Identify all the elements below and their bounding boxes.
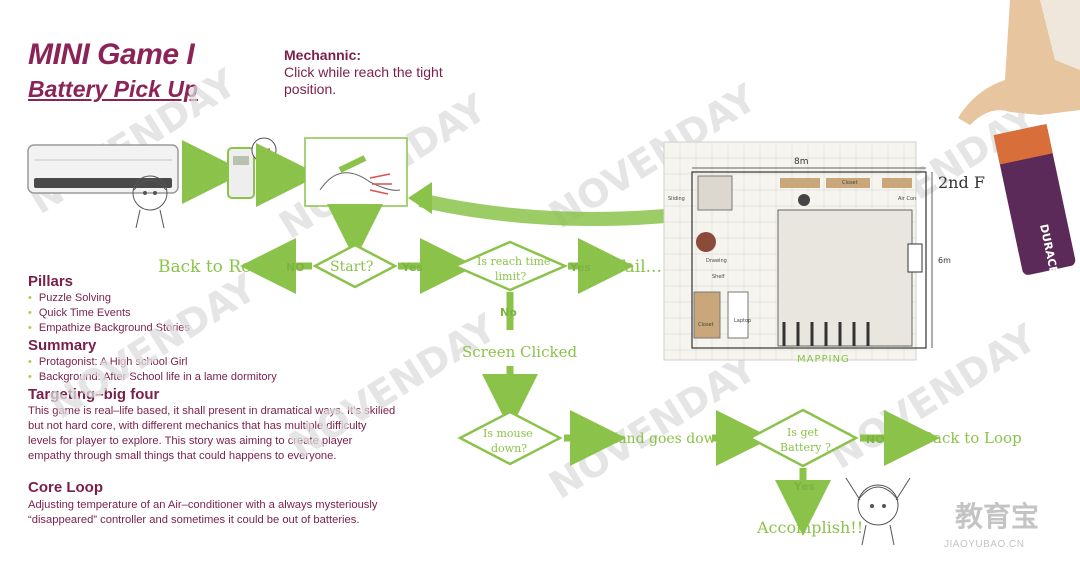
yes-label: Yes [401,261,423,274]
remote-control-icon [227,137,277,199]
start-label: Start? [330,259,373,275]
get-battery-label-1: Is get [787,426,819,439]
summary-item: Background: After School life in a lame … [28,371,277,383]
pillar-item: Empathize Background Stories [28,322,190,334]
page-subtitle: Battery Pick Up [28,76,199,102]
map-label: Shelf [712,274,725,280]
map-width-label: 8m [794,157,809,167]
pillar-item: Quick Time Events [28,307,131,319]
hand-click-icon [304,137,408,207]
core-loop-heading: Core Loop [28,479,103,496]
back-to-loop-label: Back to Loop [922,429,1022,447]
air-conditioner-icon [27,144,179,194]
site-logo: 教育宝 [955,501,1040,532]
celebrating-girl-icon [845,477,911,546]
core-loop-text: Adjusting temperature of an Air–conditio… [28,499,378,526]
map-label: Air Con [898,196,916,202]
map-label: Closet [698,322,714,328]
hand-goes-down-label: Hand goes down [606,431,725,447]
site-url: JIAOYUBAO.CN [944,539,1025,550]
page-title: MINI Game I [28,38,195,71]
accomplish-label: Accomplish!! [756,518,863,537]
time-limit-decision [451,240,569,292]
pillars-heading: Pillars [28,273,74,290]
back-to-room-label: Back to Room [158,257,278,277]
summary-item: Protagonist: A High school Girl [28,356,188,368]
time-limit-label-2: limit? [495,270,526,283]
mouse-down-label-2: down? [491,442,527,455]
map-label: Laptop [734,318,751,324]
map-label: Closet [842,180,858,186]
map-label: Drawing [706,258,727,264]
summary-heading: Summary [28,337,97,354]
get-battery-decision [747,408,859,468]
map-label: Sliding [668,196,685,202]
mechanic-text: Click while reach the tight position. [284,64,443,97]
fail-label: Fail... [614,257,662,277]
no-label: NO [286,261,305,274]
girl-sketch-icon [132,175,168,229]
floor-label: 2nd F [938,173,985,192]
mouse-down-decision [457,410,563,466]
start-decision [312,243,398,289]
get-battery-label-2: Battery ? [780,441,831,454]
yes-label: Yes [793,480,815,493]
watermark: NOVENDAY [41,265,264,427]
time-limit-label-1: Is reach time [477,255,550,268]
map-height-label: 6m [938,256,951,265]
mouse-down-label-1: Is mouse [483,427,533,440]
watermark: NOVENDAY [541,345,764,507]
no-label: NO [866,433,885,446]
yes-label: Yes [569,261,591,274]
map-caption: MAPPING [797,354,850,365]
pillar-item: Puzzle Solving [28,292,111,304]
room-map: Sliding Closet Drawing Shelf Air Con Clo… [663,141,985,365]
targeting-text: This game is real–life based, it shall p… [28,405,396,462]
targeting-heading: Targeting–big four [28,386,160,403]
watermark: NOVENDAY [21,60,244,222]
mechanic-heading: Mechannic: [284,47,362,63]
no-label: No [500,306,517,319]
hand-battery-illustration: DURACELL [958,0,1080,289]
screen-clicked-label: Screen Clicked [462,343,577,361]
